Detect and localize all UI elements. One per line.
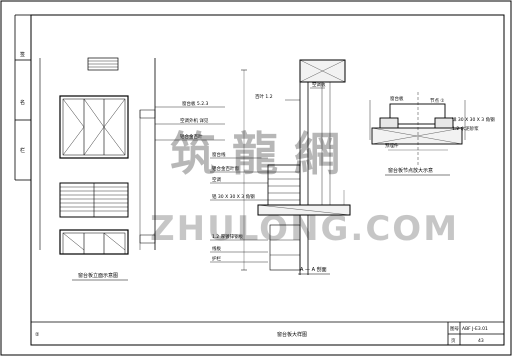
leader-l1: 窗台板 5.2.3 bbox=[182, 100, 209, 107]
leader-l3: 铝合金百叶 bbox=[180, 133, 203, 140]
leader-l7: 铝合金百叶窗 bbox=[212, 165, 239, 172]
title-block-title: 窗台板大样图 bbox=[277, 331, 307, 338]
title-corner-mark: ② bbox=[35, 332, 40, 338]
watermark: 筑 龍 網 ZHULONG.COM bbox=[150, 127, 459, 249]
section-caption: A — A 剖面 bbox=[300, 266, 327, 273]
watermark-cn: 筑 龍 網 bbox=[170, 127, 340, 181]
title-sheet-label: 页 bbox=[451, 338, 456, 344]
window-elevation bbox=[59, 95, 129, 159]
detail-caption: 窗台板节点放大示意 bbox=[388, 167, 433, 174]
watermark-en: ZHULONG.COM bbox=[150, 209, 459, 249]
leader-l12: 护栏 bbox=[212, 255, 221, 262]
strip-label-3: 栏 bbox=[20, 147, 25, 154]
strip-label-1: 签 bbox=[20, 51, 25, 58]
leader-l13: 窗台板 bbox=[390, 95, 404, 102]
title-sheet-value: 43 bbox=[478, 338, 484, 344]
elevation-view bbox=[39, 57, 156, 255]
elevation-caption: 窗台板立面示意图 bbox=[78, 272, 118, 279]
leader-l4: 百叶 1.2 bbox=[255, 93, 273, 100]
title-block: ② 窗台板大样图 图号 ABF J-E3.01 页 43 bbox=[31, 321, 504, 345]
signature-strip: 签 名 栏 bbox=[14, 14, 31, 181]
section-view bbox=[241, 59, 351, 275]
strip-label-2: 名 bbox=[20, 99, 25, 106]
leader-l15: 详 30 X 30 X 3 角钢 bbox=[452, 116, 495, 123]
elevation-leaders bbox=[155, 106, 225, 141]
leader-l9: 铝 30 X 30 X 3 角钢 bbox=[212, 193, 255, 200]
detail-ref: 节点 ① bbox=[430, 98, 444, 104]
leader-l14: 预埋件 bbox=[385, 142, 399, 149]
leader-l10: 1.2 厚镀锌钢板 bbox=[212, 233, 244, 240]
leader-l6: 窗台线 bbox=[212, 151, 226, 158]
leader-l5: 空调板 bbox=[312, 81, 326, 88]
leader-l2: 空调外机 详见 bbox=[180, 117, 209, 124]
title-code-label: 图号 bbox=[450, 326, 459, 332]
leader-l11: 线板 bbox=[212, 245, 221, 252]
section-leaders bbox=[210, 87, 325, 263]
leader-l8: 空调 bbox=[212, 176, 221, 183]
detail-view bbox=[369, 92, 466, 165]
leader-l16: 1:2 水泥砂浆 bbox=[452, 125, 479, 132]
title-code-value: ABF J-E3.01 bbox=[462, 326, 488, 332]
